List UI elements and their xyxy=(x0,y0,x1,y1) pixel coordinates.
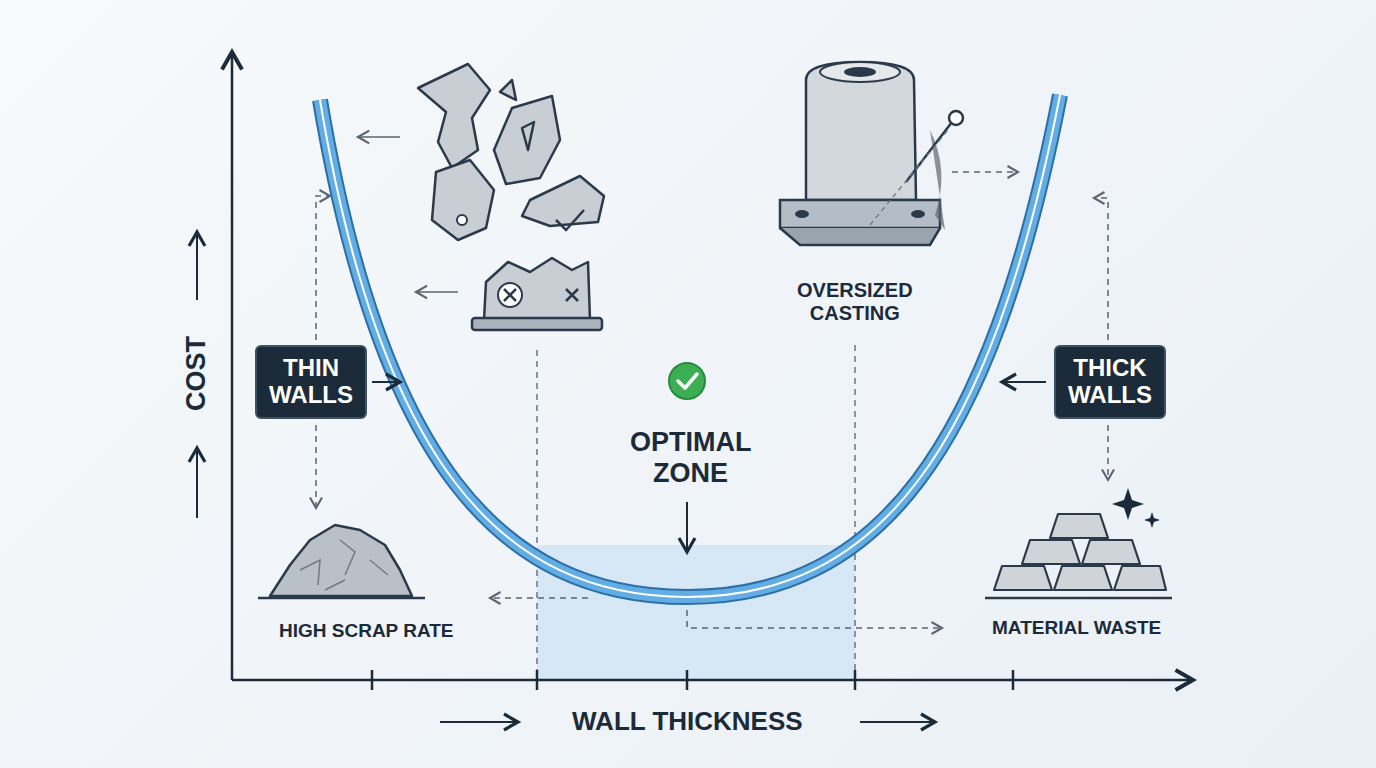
chart-label: HIGH SCRAP RATE xyxy=(279,620,454,642)
axis-label: COST xyxy=(181,336,212,411)
category-box: THICK WALLS xyxy=(1054,345,1166,419)
box-text: THIN WALLS xyxy=(269,355,353,409)
chart-label: MATERIAL WASTE xyxy=(992,617,1161,639)
chart-label: OPTIMAL ZONE xyxy=(630,427,751,489)
chart-label: OVERSIZED CASTING xyxy=(797,279,913,325)
category-box: THIN WALLS xyxy=(255,345,367,419)
chart-label: WALL THICKNESS xyxy=(572,707,803,737)
box-text: THICK WALLS xyxy=(1068,355,1152,409)
